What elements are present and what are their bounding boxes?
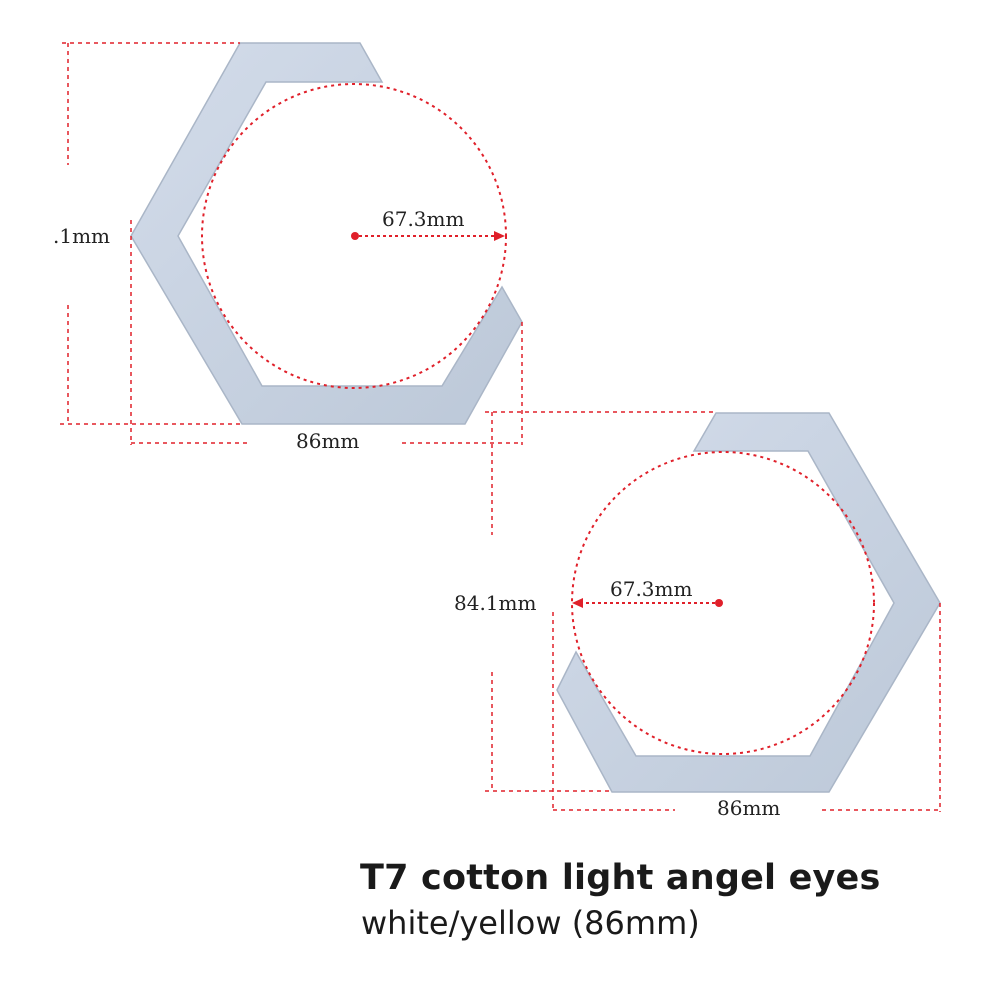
left-height-label: .1mm xyxy=(53,224,110,248)
left-radius-label: 67.3mm xyxy=(382,207,464,231)
right-width-label: 86mm xyxy=(717,796,780,820)
right-inner-circle xyxy=(571,451,875,755)
left-inner-circle xyxy=(201,83,507,389)
product-title: T7 cotton light angel eyes xyxy=(360,858,881,898)
right-hexagon-ring xyxy=(556,412,941,793)
left-width-label: 86mm xyxy=(296,429,359,453)
right-center-dot xyxy=(715,599,723,607)
right-radius-arrow xyxy=(572,598,583,608)
left-hexagon-ring xyxy=(130,42,523,425)
left-angel-eye: 67.3mm .1mm 86mm xyxy=(53,42,523,453)
left-center-dot xyxy=(351,232,359,240)
right-radius-label: 67.3mm xyxy=(610,577,692,601)
left-radius-arrow xyxy=(494,231,505,241)
right-angel-eye: 67.3mm 84.1mm 86mm xyxy=(454,411,941,820)
product-subtitle: white/yellow (86mm) xyxy=(361,904,700,942)
right-height-label: 84.1mm xyxy=(454,591,536,615)
